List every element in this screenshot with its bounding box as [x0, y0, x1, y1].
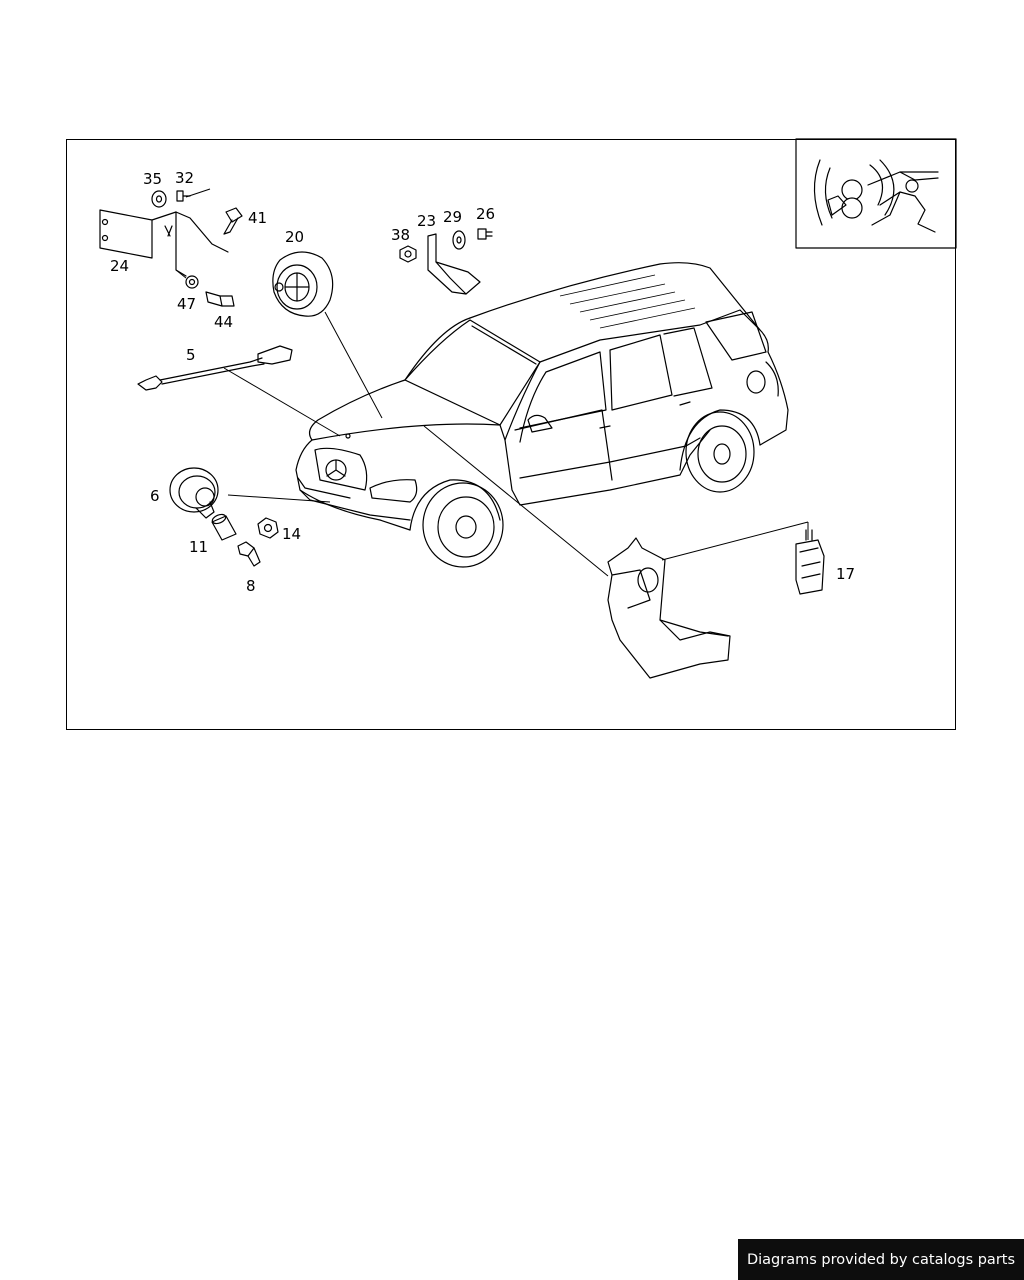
- callout-23: 23: [417, 212, 436, 230]
- module-17-part: [795, 529, 825, 595]
- footer-credit-badge: Diagrams provided by catalogs parts: [738, 1239, 1024, 1280]
- alarm-siren-inset-icon: [795, 138, 957, 249]
- bolt-26-part: [477, 228, 493, 240]
- cable-5-part: [137, 345, 293, 391]
- callout-32: 32: [175, 169, 194, 187]
- callout-5: 5: [186, 346, 196, 364]
- parts-diagram-frame: [66, 139, 956, 730]
- callout-20: 20: [285, 228, 304, 246]
- spacer-11-part: [211, 513, 237, 541]
- callout-6: 6: [150, 487, 160, 505]
- bolt-8-part: [237, 541, 261, 567]
- nut-14-part: [257, 517, 279, 539]
- footer-credit-text: Diagrams provided by catalogs parts: [746, 1251, 1016, 1268]
- siren-20-part: [272, 251, 334, 317]
- callout-17: 17: [836, 565, 855, 583]
- horn-6-part: [169, 467, 219, 519]
- callout-8: 8: [246, 577, 256, 595]
- callout-29: 29: [443, 208, 462, 226]
- washer-35-part: [151, 190, 167, 208]
- bracket-23-part: [427, 233, 481, 295]
- vehicle-outline: [295, 262, 789, 568]
- washer-47-part: [185, 275, 199, 289]
- washer-29-part: [452, 230, 466, 250]
- callout-44: 44: [214, 313, 233, 331]
- callout-41: 41: [248, 209, 267, 227]
- callout-38: 38: [391, 226, 410, 244]
- callout-14: 14: [282, 525, 301, 543]
- callout-47: 47: [177, 295, 196, 313]
- callout-11: 11: [189, 538, 208, 556]
- siren-bracket-part: [607, 537, 731, 679]
- leader-lines: [175, 269, 809, 577]
- nut-38-part: [399, 245, 417, 263]
- callout-24: 24: [110, 257, 129, 275]
- callout-35: 35: [143, 170, 162, 188]
- bolt-32-part: [176, 190, 191, 202]
- bolt-44-part: [205, 291, 235, 307]
- callout-26: 26: [476, 205, 495, 223]
- bolt-41-part: [223, 207, 243, 235]
